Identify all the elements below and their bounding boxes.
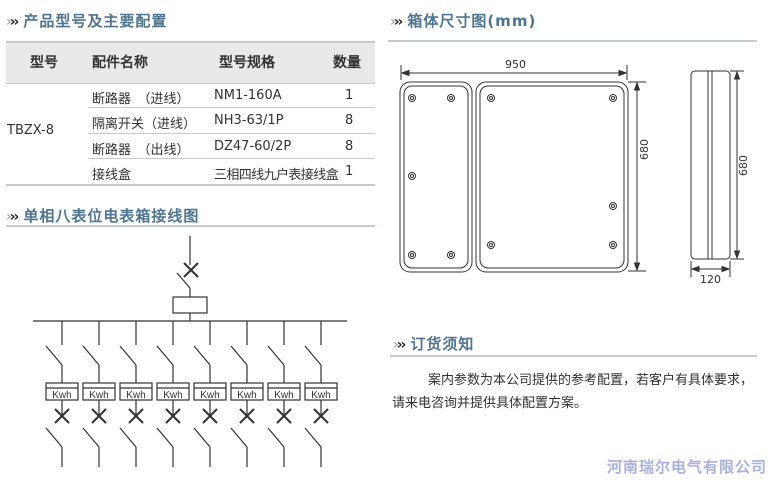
meter-label: Kwh xyxy=(52,390,71,401)
part-name: 接线盒 xyxy=(92,168,132,183)
meter-branch: Kwh xyxy=(267,321,301,467)
part-name: 隔离开关（进线） xyxy=(92,117,197,132)
section-title-dimensions: ››› 箱体尺寸图(mm) xyxy=(390,10,536,31)
part-spec: DZ47-60/2P xyxy=(214,139,292,154)
part-qty: 8 xyxy=(345,139,354,154)
screw-icon xyxy=(609,94,617,102)
title-text: 单相八表位电表箱接线图 xyxy=(23,207,200,225)
section-rule xyxy=(390,355,757,357)
row-divider xyxy=(88,107,375,108)
screw-icon xyxy=(408,94,416,102)
header-spec: 型号规格 xyxy=(219,55,275,71)
switch-icon xyxy=(304,345,322,366)
chevrons-icon: ››› xyxy=(6,209,19,225)
switch-icon xyxy=(82,427,100,448)
switch-icon xyxy=(119,345,137,366)
screw-icon xyxy=(609,241,617,249)
meter-branch: Kwh xyxy=(304,321,338,467)
meter-branch: Kwh xyxy=(45,321,79,467)
header-qty: 数量 xyxy=(333,55,361,71)
table-header xyxy=(6,41,375,84)
title-text: 产品型号及主要配置 xyxy=(23,12,168,30)
isolator-box xyxy=(172,296,208,314)
screw-icon xyxy=(487,94,495,102)
meter-branch: Kwh xyxy=(156,321,190,467)
switch-icon xyxy=(230,427,248,448)
depth-label: 120 xyxy=(700,273,721,286)
screw-icon xyxy=(609,202,617,210)
meter-label: Kwh xyxy=(274,390,293,401)
part-spec: NM1-160A xyxy=(214,88,282,103)
part-spec: NH3-63/1P xyxy=(214,113,284,128)
company-name: 河南瑞尔电气有限公司 xyxy=(607,458,768,476)
dimension-drawing xyxy=(399,65,744,277)
switch-icon xyxy=(156,427,174,448)
meter-label: Kwh xyxy=(163,390,182,401)
switch-icon xyxy=(267,345,285,366)
row-divider xyxy=(88,158,375,159)
part-qty: 1 xyxy=(345,164,354,179)
switch-icon xyxy=(304,427,322,448)
switch-icon xyxy=(193,427,211,448)
height-label: 680 xyxy=(638,139,651,160)
switch-icon xyxy=(156,345,174,366)
wiring-diagram: Kwh Kwh Kwh Kwh Kwh Kwh Kwh Kwh xyxy=(33,236,347,467)
chevrons-icon: ››› xyxy=(393,337,406,353)
meter-branch: Kwh xyxy=(230,321,264,467)
section-title-order: ››› 订货须知 xyxy=(393,333,474,354)
switch-icon xyxy=(119,427,137,448)
title-text: 箱体尺寸图(mm) xyxy=(407,12,537,30)
header-model: 型号 xyxy=(30,55,58,71)
switch-icon xyxy=(230,345,248,366)
section-title-config: ››› 产品型号及主要配置 xyxy=(6,10,167,31)
switch-icon xyxy=(193,345,211,366)
switch-icon xyxy=(82,345,100,366)
order-notice-text: 案内参数为本公司提供的参考配置，若客户有具体要求，请来电咨询并提供具体配置方案。 xyxy=(392,373,754,411)
meter-branch: Kwh xyxy=(193,321,227,467)
chevrons-icon: ››› xyxy=(390,14,403,30)
header-part-name: 配件名称 xyxy=(92,55,148,71)
meter-label: Kwh xyxy=(311,390,330,401)
screw-icon xyxy=(447,251,455,259)
width-label: 950 xyxy=(505,58,526,71)
screw-icon xyxy=(487,241,495,249)
screw-icon xyxy=(408,172,416,180)
chevrons-icon: ››› xyxy=(6,14,19,30)
meter-branch: Kwh xyxy=(82,321,116,467)
section-title-wiring: ››› 单相八表位电表箱接线图 xyxy=(6,205,199,226)
part-qty: 1 xyxy=(345,88,354,103)
front-view xyxy=(399,81,629,273)
screw-icon xyxy=(447,94,455,102)
part-name: 断路器 （出线） xyxy=(92,143,190,158)
title-text: 订货须知 xyxy=(410,335,475,353)
part-spec: 三相四线九户表接线盒 xyxy=(214,168,339,183)
meter-branch: Kwh xyxy=(119,321,153,467)
part-qty: 8 xyxy=(345,113,354,128)
meter-label: Kwh xyxy=(126,390,145,401)
meter-label: Kwh xyxy=(200,390,219,401)
meter-label: Kwh xyxy=(89,390,108,401)
model-cell: TBZX-8 xyxy=(7,123,54,138)
switch-icon xyxy=(267,427,285,448)
section-rule xyxy=(6,225,375,227)
section-rule xyxy=(388,40,757,42)
screw-icon xyxy=(408,251,416,259)
table-bottom xyxy=(6,184,375,186)
row-divider xyxy=(88,133,375,134)
switch-icon xyxy=(45,427,63,448)
side-height-label: 680 xyxy=(737,155,750,176)
switch-icon xyxy=(45,345,63,366)
side-view xyxy=(690,70,731,260)
meter-label: Kwh xyxy=(237,390,256,401)
part-name: 断路器 （进线） xyxy=(92,92,190,107)
